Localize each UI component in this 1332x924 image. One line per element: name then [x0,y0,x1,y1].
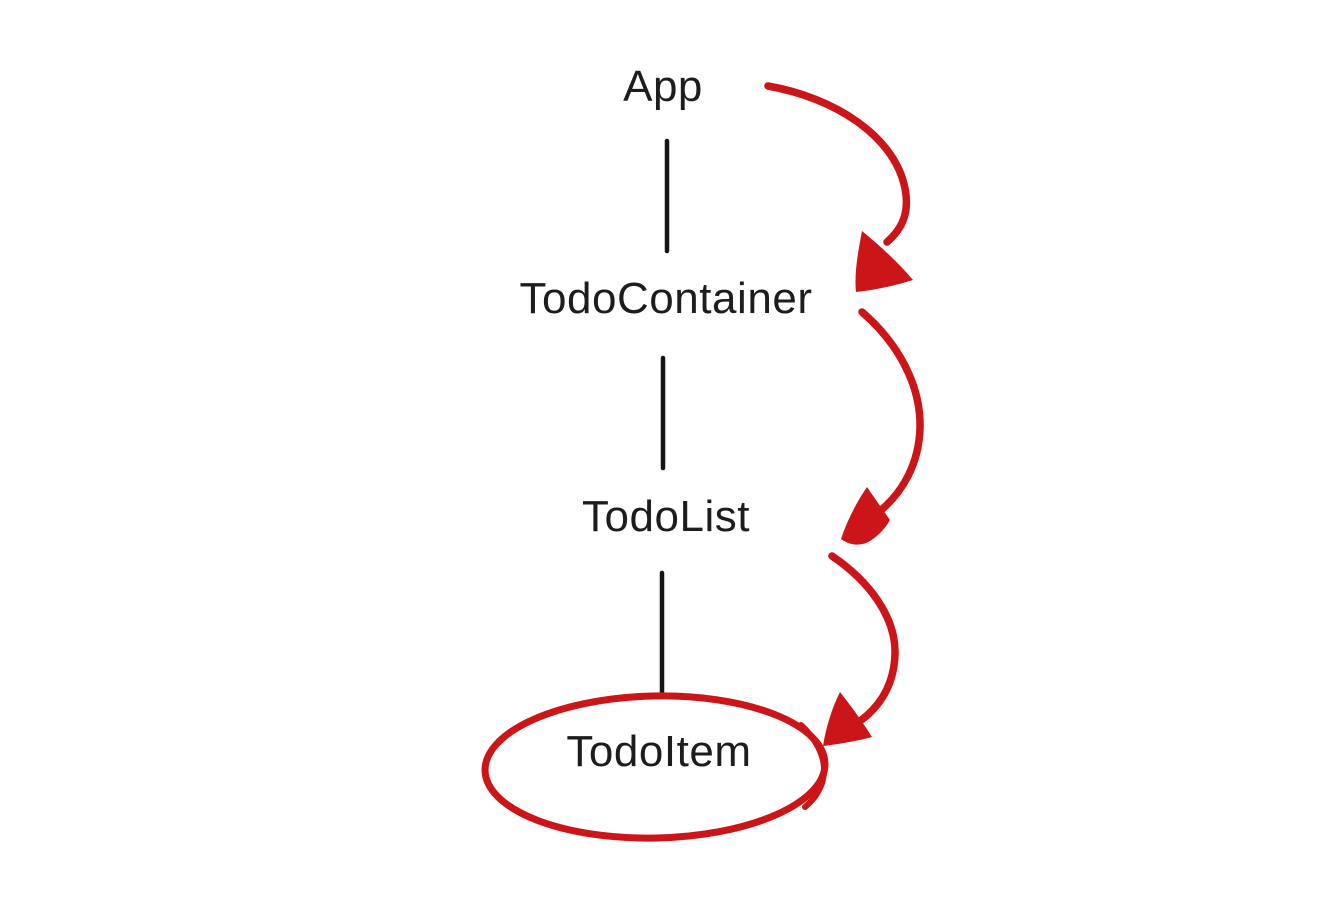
node-todoitem: TodoItem [566,727,752,776]
prop-arrow-todocontainer-to-todolist-head-icon [841,487,890,545]
node-todocontainer: TodoContainer [519,274,813,323]
todoitem-highlight-ellipse-overlap-stroke [798,722,828,810]
node-app: App [623,62,703,111]
prop-arrow-todocontainer-to-todolist [858,308,924,515]
node-todolist: TodoList [581,492,751,541]
prop-arrow-todolist-to-todoitem [828,552,899,725]
prop-arrow-todolist-to-todoitem-head-icon [823,692,872,746]
prop-arrow-app-to-todocontainer [764,82,911,246]
prop-arrow-app-to-todocontainer-head-icon [855,231,913,292]
